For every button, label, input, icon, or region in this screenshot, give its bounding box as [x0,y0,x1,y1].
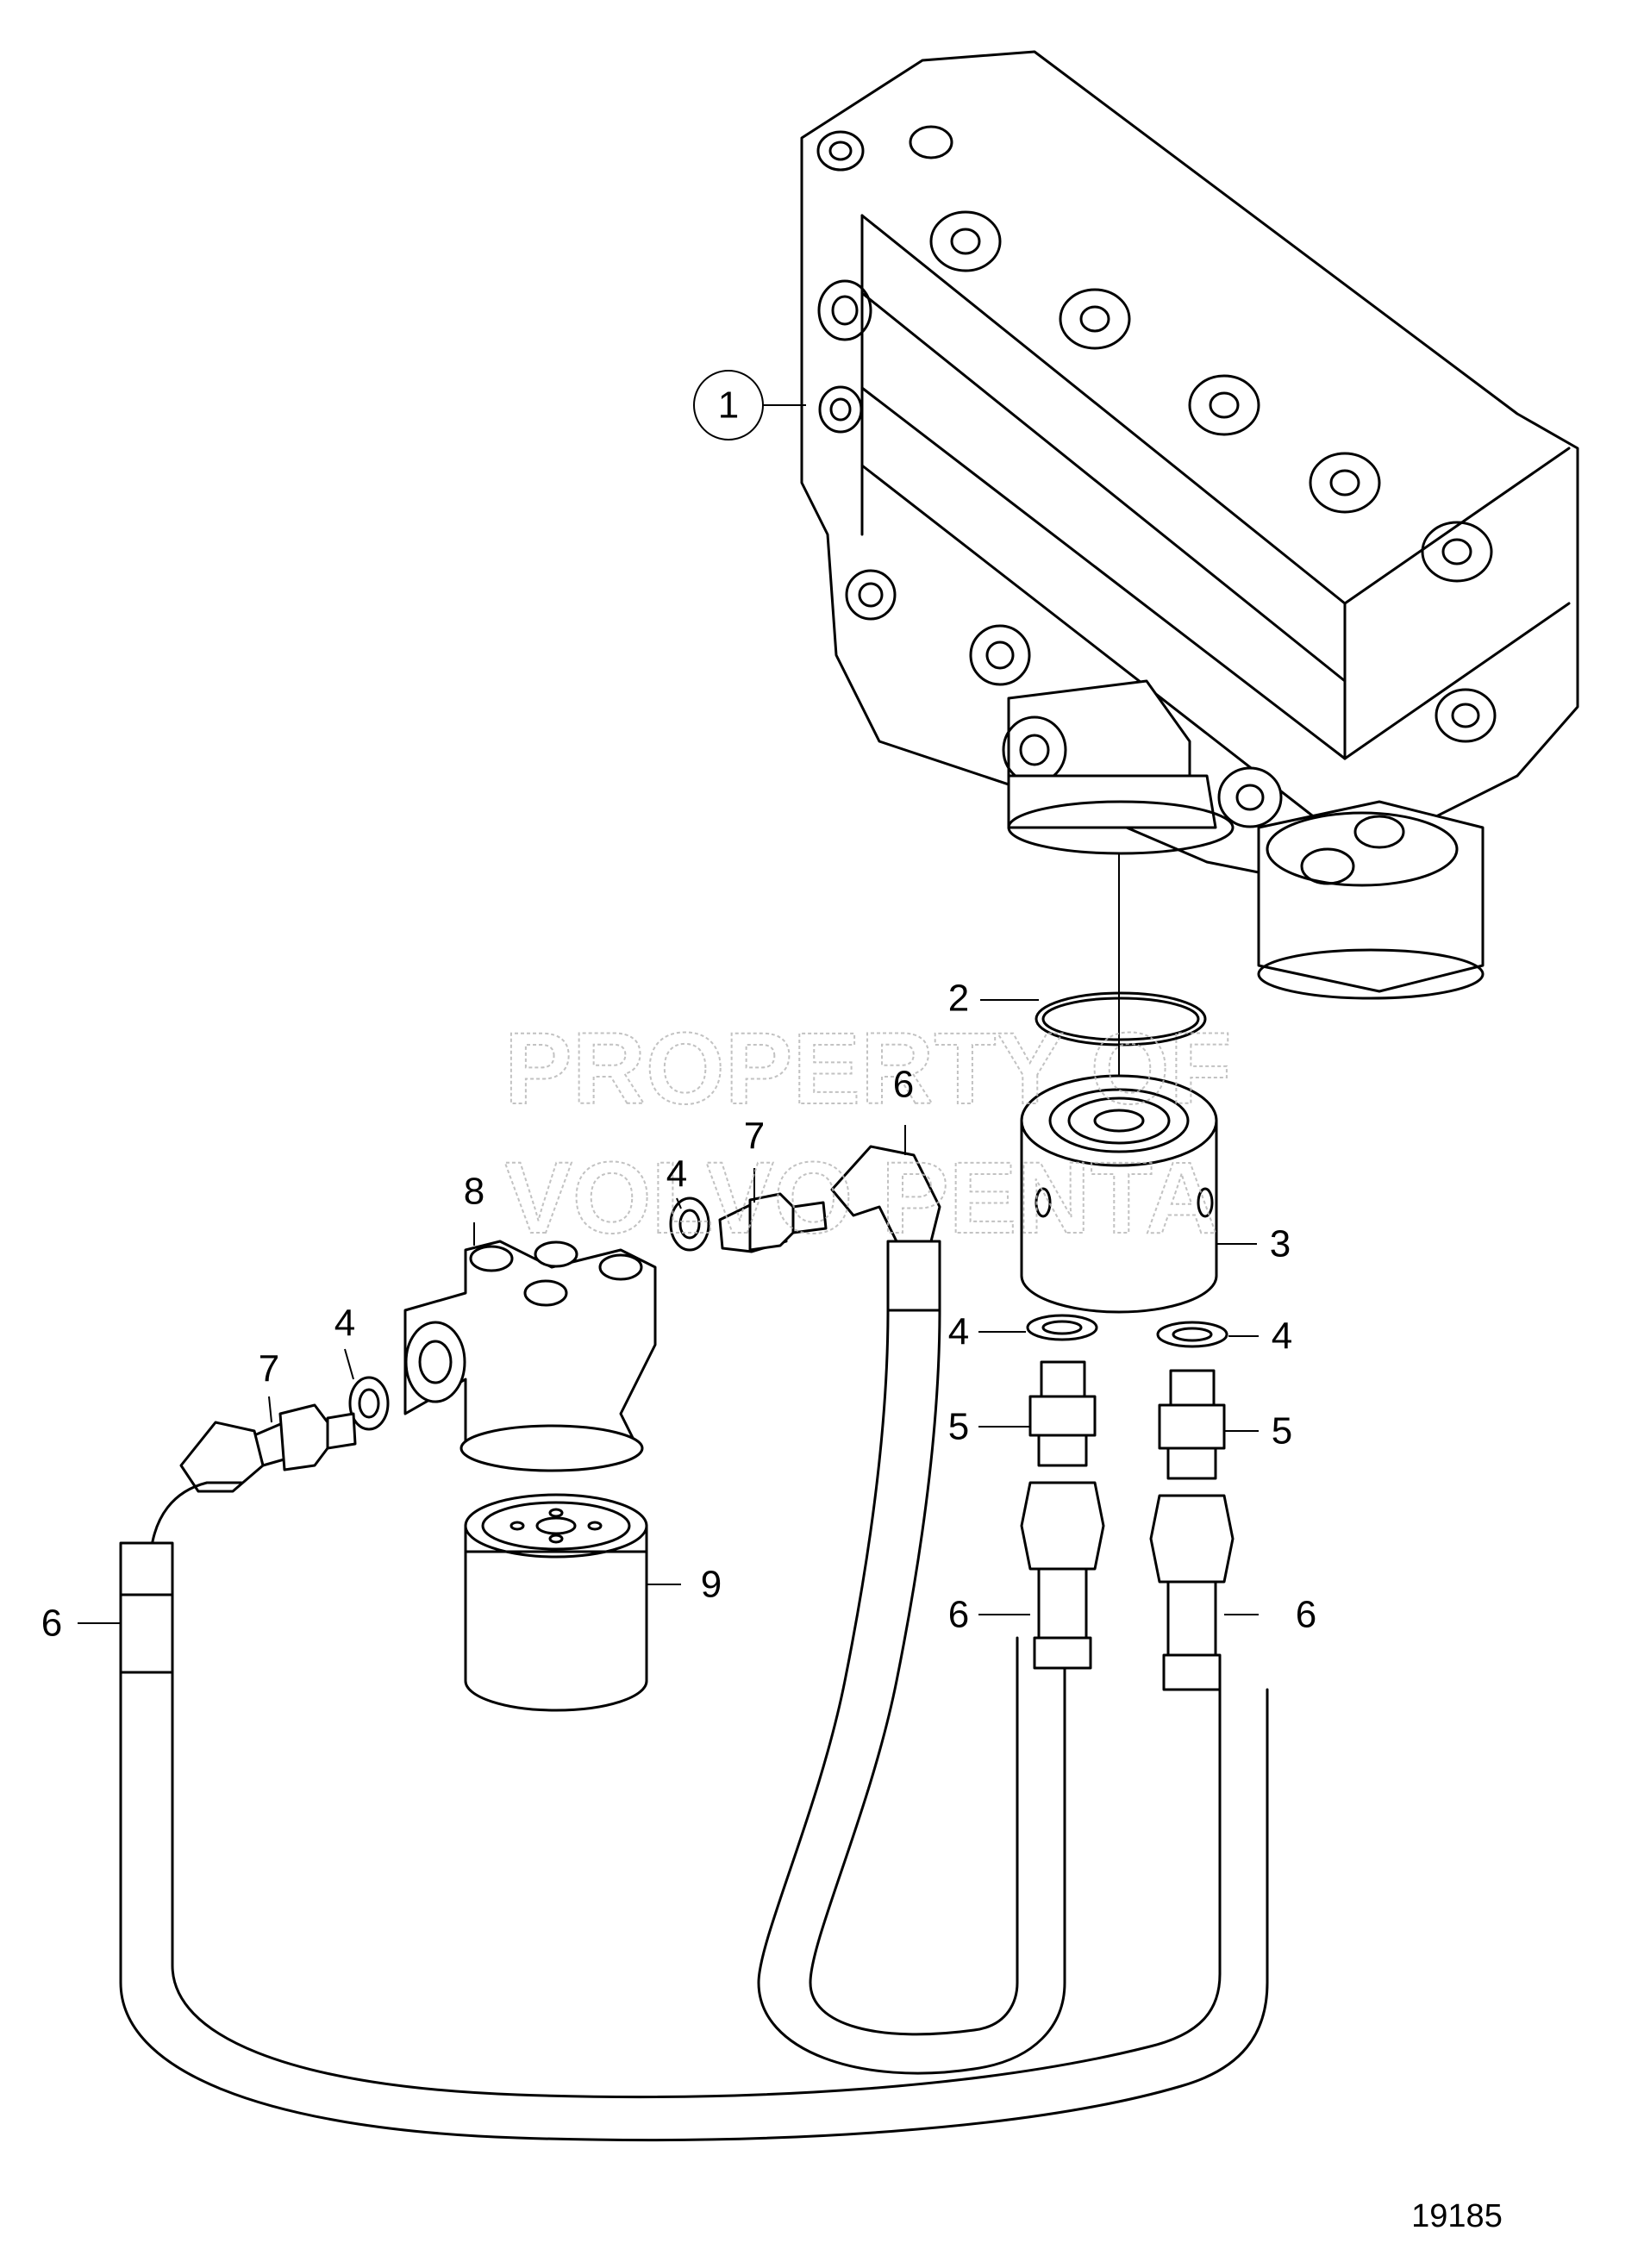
part-4-washer-upper [669,1196,710,1252]
callout-4-upper: 4 [666,1153,687,1196]
watermark: PROPERTY OF VOLVO PENTA [503,1011,1233,1256]
callout-6-right: 6 [1296,1594,1316,1636]
part-6-hose-fitting-right [1149,1494,1235,1691]
callout-2: 2 [948,978,969,1020]
part-3-adapter [1020,1074,1218,1314]
part-7-nipple-left [253,1403,357,1471]
part-2-o-ring [1035,991,1207,1047]
part-4-washer-right [1156,1321,1228,1348]
callout-9: 9 [701,1564,722,1606]
callout-3: 3 [1270,1223,1291,1265]
part-6-hose-upper [757,1145,1066,2075]
part-5-nipple-right [1158,1369,1226,1480]
callout-4-mid: 4 [948,1311,969,1353]
callout-7-upper: 7 [744,1115,765,1158]
callout-5-left: 5 [948,1406,969,1448]
callout-7-left: 7 [259,1348,279,1390]
callout-6-left: 6 [41,1603,62,1645]
part-6-hose-left [119,1421,1269,2141]
figure-number: 19185 [1411,2198,1503,2234]
callout-label: 1 [718,384,739,427]
watermark-line-1: PROPERTY OF [504,1012,1232,1126]
callout-6-upper: 6 [893,1064,914,1106]
callout-1: 1 [693,370,764,440]
callout-8: 8 [464,1171,484,1213]
callout-5-right: 5 [1272,1410,1292,1453]
callout-6-mid: 6 [948,1594,969,1636]
part-8-filter-head [403,1240,657,1472]
part-6-hose-fitting-mid [1020,1481,1105,1670]
part-7-nipple-upper [718,1192,828,1253]
part-1-housing [800,50,1579,1000]
part-9-filter-cartridge [464,1493,648,1712]
callout-4-right: 4 [1272,1315,1292,1358]
part-5-nipple-left [1028,1360,1097,1467]
watermark-line-2: VOLVO PENTA [504,1141,1218,1255]
callout-4-left: 4 [334,1303,355,1345]
leader-lines [78,404,1259,1624]
part-4-washer-left [348,1376,390,1431]
part-4-washer-mid [1026,1314,1098,1341]
